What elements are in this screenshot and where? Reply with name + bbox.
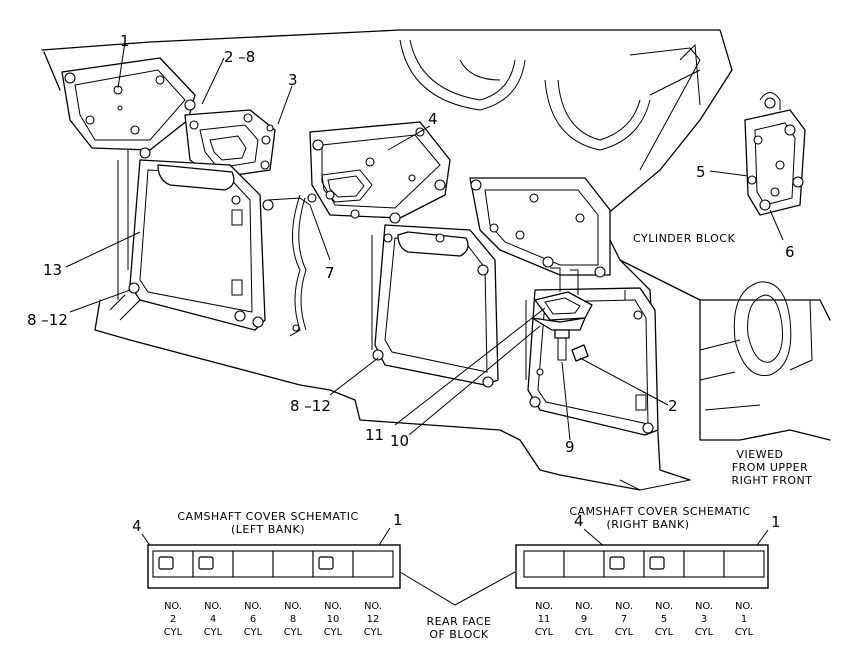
left-cell-12-cyl: CYL [364, 627, 383, 638]
rear-face-caption-line-1: REAR FACE [426, 615, 491, 628]
left-schematic-subtitle: (LEFT BANK) [231, 523, 305, 536]
viewed-caption-line-3: RIGHT FRONT [732, 474, 813, 487]
right-cell-9-cyl: CYL [575, 627, 594, 638]
right-cell-7-cyl: CYL [615, 627, 634, 638]
left-cell-12 [352, 550, 394, 578]
right-cell-7-number: 7 [621, 614, 627, 625]
right-cell-11-no: NO. [535, 601, 553, 612]
right-cell-9-no: NO. [575, 601, 593, 612]
left-cell-10-cyl: CYL [324, 627, 343, 638]
right-cell-3-no: NO. [695, 601, 713, 612]
right-cell-1 [723, 550, 765, 578]
right-bank-schematic: CAMSHAFT COVER SCHEMATIC (RIGHT BANK) 4 … [515, 505, 781, 638]
right-cell-5-number: 5 [661, 614, 667, 625]
left-cell-2-window [158, 556, 174, 570]
label-3: 3 [288, 71, 298, 89]
right-cell-7-no: NO. [615, 601, 633, 612]
right-cell-9-number: 9 [581, 614, 587, 625]
left-cell-8-no: NO. [284, 601, 302, 612]
right-cell-11 [523, 550, 565, 578]
left-schematic-label-4: 4 [132, 517, 142, 535]
label-2: 2 [668, 397, 678, 415]
left-cell-10-window [318, 556, 334, 570]
right-cell-3 [683, 550, 725, 578]
label-2-8: 2 –8 [224, 48, 255, 66]
label-10: 10 [390, 432, 409, 450]
label-7: 7 [325, 264, 335, 282]
label-8-12-middle: 8 –12 [290, 397, 331, 415]
label-9: 9 [565, 438, 575, 456]
cylinder-block-caption: CYLINDER BLOCK [633, 232, 735, 245]
right-cell-5-window [649, 556, 665, 570]
leader-lines [65, 41, 784, 606]
left-cell-4-number: 4 [210, 614, 216, 625]
left-cell-6-number: 6 [250, 614, 256, 625]
left-cell-4-cyl: CYL [204, 627, 223, 638]
right-cell-11-cyl: CYL [535, 627, 554, 638]
left-cell-8-cyl: CYL [284, 627, 303, 638]
right-cell-7-window [609, 556, 625, 570]
left-cell-10-no: NO. [324, 601, 342, 612]
right-schematic-label-4: 4 [574, 512, 584, 530]
left-cell-2-cyl: CYL [164, 627, 183, 638]
right-cell-5-no: NO. [655, 601, 673, 612]
label-13: 13 [43, 261, 62, 279]
label-1: 1 [120, 32, 130, 50]
right-cell-1-no: NO. [735, 601, 753, 612]
left-cell-2-number: 2 [170, 614, 176, 625]
left-cell-12-no: NO. [364, 601, 382, 612]
label-4: 4 [428, 110, 438, 128]
right-cell-9 [563, 550, 605, 578]
left-cell-12-number: 12 [367, 614, 380, 625]
right-cell-3-cyl: CYL [695, 627, 714, 638]
right-schematic-title: CAMSHAFT COVER SCHEMATIC [569, 505, 750, 518]
label-11: 11 [365, 426, 384, 444]
left-cell-8-number: 8 [290, 614, 296, 625]
left-schematic-label-1: 1 [393, 511, 403, 529]
left-schematic-title: CAMSHAFT COVER SCHEMATIC [177, 510, 358, 523]
left-cell-6-cyl: CYL [244, 627, 263, 638]
label-8-12-left: 8 –12 [27, 311, 68, 329]
right-cell-1-cyl: CYL [735, 627, 754, 638]
right-schematic-subtitle: (RIGHT BANK) [607, 518, 690, 531]
left-cell-6-no: NO. [244, 601, 262, 612]
right-schematic-label-1: 1 [771, 513, 781, 531]
left-cell-4-window [198, 556, 214, 570]
left-cell-8 [272, 550, 314, 578]
left-cell-4-no: NO. [204, 601, 222, 612]
right-cell-5-cyl: CYL [655, 627, 674, 638]
left-cell-10-number: 10 [327, 614, 340, 625]
left-cell-6 [232, 550, 274, 578]
viewed-caption-line-1: VIEWED [736, 448, 783, 461]
label-5: 5 [696, 163, 706, 181]
right-cell-3-number: 3 [701, 614, 707, 625]
callout-labels: 1 2 –8 3 4 5 6 7 13 8 –12 8 –12 11 10 9 … [27, 32, 795, 456]
viewed-caption-line-2: FROM UPPER [732, 461, 809, 474]
left-cell-2-no: NO. [164, 601, 182, 612]
engine-block-illustration [41, 29, 831, 491]
label-6: 6 [785, 243, 795, 261]
rear-face-caption-line-2: OF BLOCK [429, 628, 489, 641]
right-cell-1-number: 1 [741, 614, 747, 625]
right-cell-11-number: 11 [538, 614, 551, 625]
left-bank-schematic: CAMSHAFT COVER SCHEMATIC (LEFT BANK) 4 1… [132, 510, 403, 638]
captions: CYLINDER BLOCK VIEWED FROM UPPER RIGHT F… [426, 232, 812, 641]
